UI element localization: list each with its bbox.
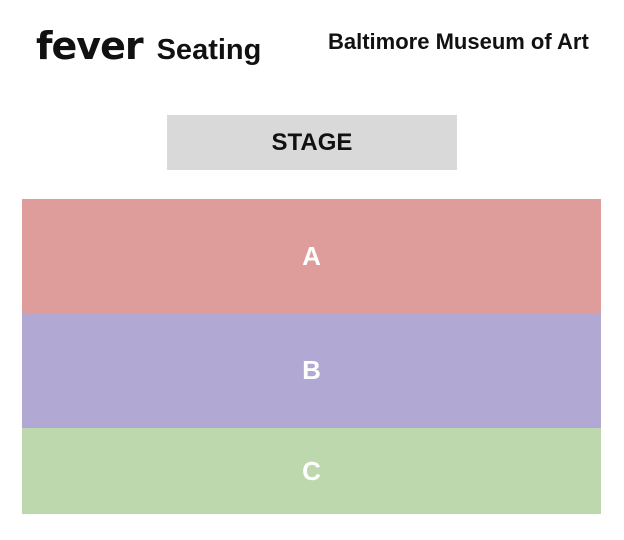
section-b-label: B (302, 355, 321, 385)
fever-logo: fever (36, 24, 144, 68)
seating-title: Seating (156, 34, 262, 66)
brand-header: fever Seating (36, 24, 261, 68)
stage-area: STAGE (167, 115, 457, 170)
seating-section-a[interactable]: A (22, 199, 601, 313)
venue-name: Baltimore Museum of Art (328, 29, 589, 54)
section-a-label: A (302, 240, 321, 271)
seating-section-b[interactable]: B (22, 313, 601, 428)
seating-section-c[interactable]: C (22, 428, 601, 514)
section-c-label: C (302, 455, 321, 486)
